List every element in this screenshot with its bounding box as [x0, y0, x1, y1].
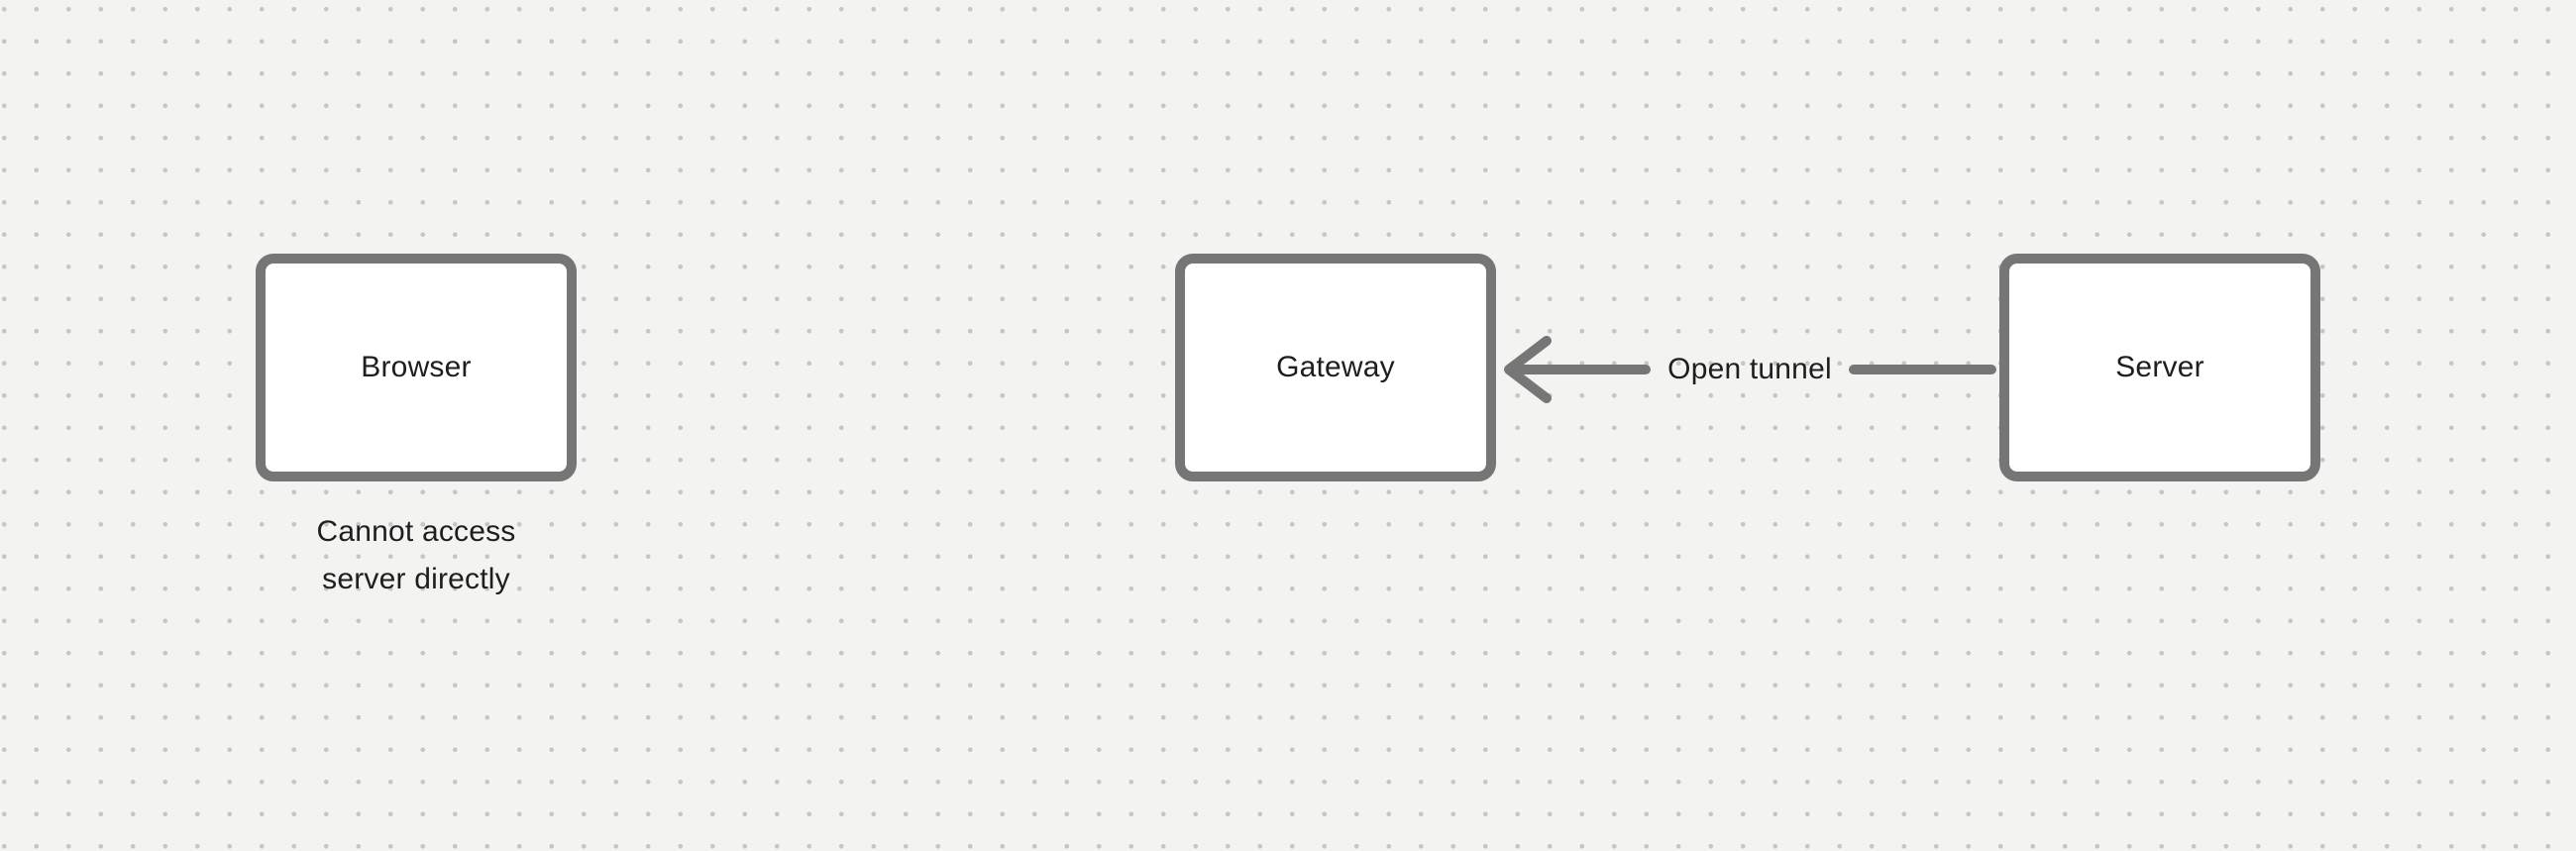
- node-server[interactable]: Server: [1999, 254, 2320, 481]
- tunnel-arrow[interactable]: [1497, 320, 2002, 419]
- node-server-label: Server: [2115, 351, 2204, 383]
- node-gateway[interactable]: Gateway: [1175, 254, 1496, 481]
- browser-caption-line-2: server directly: [322, 563, 510, 595]
- node-gateway-label: Gateway: [1276, 351, 1395, 383]
- browser-caption[interactable]: Cannot access server directly: [168, 508, 664, 603]
- node-browser-label: Browser: [361, 351, 472, 383]
- browser-caption-line-1: Cannot access: [316, 515, 516, 548]
- tunnel-arrow-label[interactable]: Open tunnel: [1667, 353, 1832, 385]
- node-browser[interactable]: Browser: [256, 254, 577, 481]
- arrowhead-left-icon: [1504, 336, 1552, 403]
